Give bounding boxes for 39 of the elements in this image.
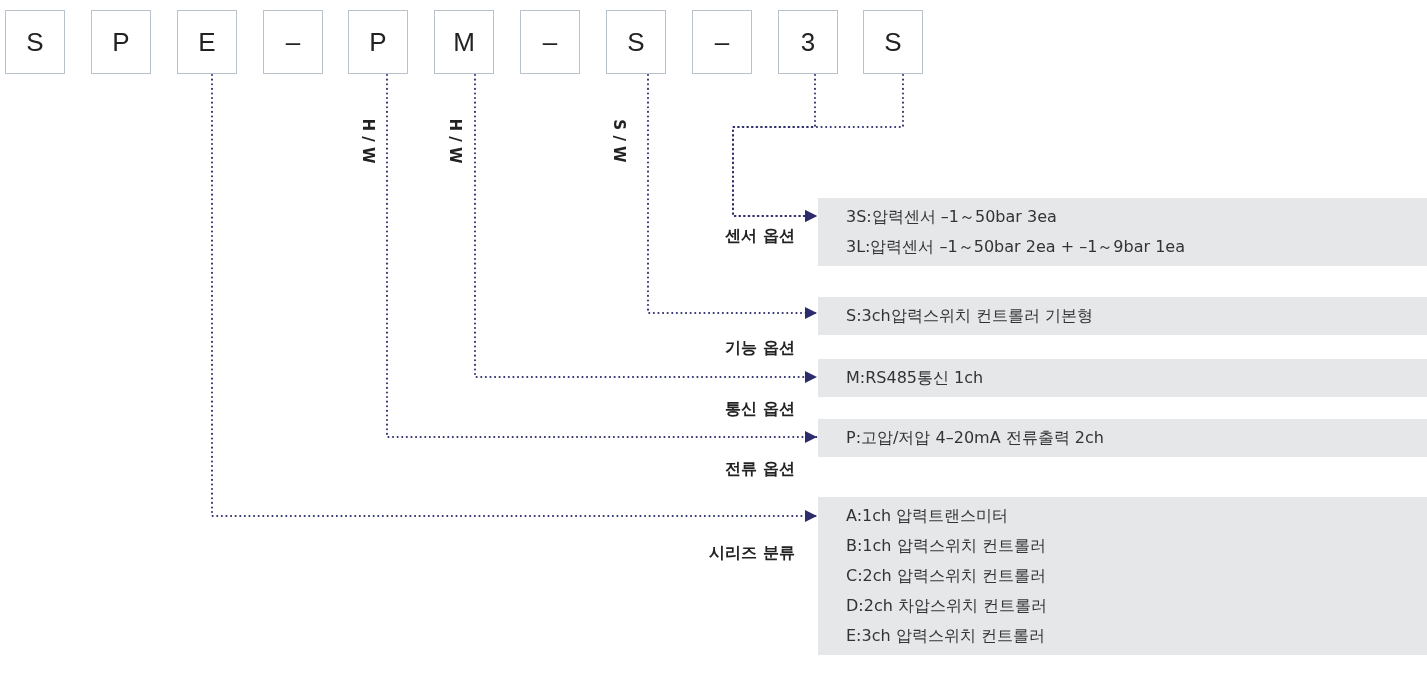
option-heading: 전류 옵션 [725,459,795,480]
option-text: 3S:압력센서 –1～50bar 3ea [846,206,1058,228]
code-character: M [434,10,494,74]
option-text: M:RS485통신 1ch [846,367,985,389]
option-panel [818,359,1427,397]
code-character: – [520,10,580,74]
dotted-arrow [386,74,818,443]
dotted-arrow [647,74,818,319]
option-panel [818,297,1427,335]
code-character: – [263,10,323,74]
option-text: B:1ch 압력스위치 컨트롤러 [846,535,1047,557]
dotted-arrow [211,74,818,522]
option-heading: 센서 옵션 [725,226,795,247]
code-character: P [348,10,408,74]
option-heading: 시리즈 분류 [709,543,795,564]
option-text: S:3ch압력스위치 컨트롤러 기본형 [846,305,1094,327]
dotted-arrow [474,74,818,383]
code-character: – [692,10,752,74]
version-label: S / W [609,119,628,163]
code-character: 3 [778,10,838,74]
option-text: A:1ch 압력트랜스미터 [846,505,1010,527]
dotted-arrow [732,74,904,222]
option-panel [818,419,1427,457]
code-character: S [606,10,666,74]
option-heading: 통신 옵션 [725,399,795,420]
version-label: H / W [358,118,377,164]
option-text: D:2ch 차압스위치 컨트롤러 [846,595,1048,617]
code-character: S [5,10,65,74]
code-character: S [863,10,923,74]
option-heading: 기능 옵션 [725,338,795,359]
option-panel [818,198,1427,266]
option-text: E:3ch 압력스위치 컨트롤러 [846,625,1046,647]
version-label: H / W [445,118,464,164]
code-character: P [91,10,151,74]
option-panel [818,497,1427,655]
option-text: 3L:압력센서 –1～50bar 2ea + –1～9bar 1ea [846,236,1186,258]
option-text: P:고압/저압 4–20mA 전류출력 2ch [846,427,1105,449]
code-character: E [177,10,237,74]
option-text: C:2ch 압력스위치 컨트롤러 [846,565,1047,587]
